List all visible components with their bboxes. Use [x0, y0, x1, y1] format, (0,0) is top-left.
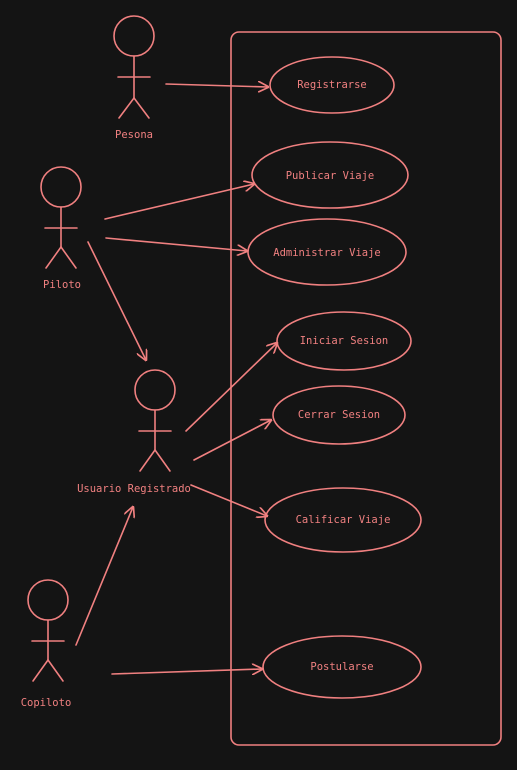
use-case-label-iniciar-sesion: Iniciar Sesion — [300, 335, 389, 347]
association-usuario-iniciar-sesion — [185, 343, 277, 432]
association-piloto-publicar-viaje — [104, 184, 254, 220]
use-case-label-administrar-viaje: Administrar Viaje — [273, 247, 380, 259]
use-case-publicar-viaje-ellipse — [251, 141, 409, 209]
use-case-cerrar-sesion-ellipse — [272, 385, 406, 445]
actor-label-copiloto: Copiloto — [21, 697, 72, 709]
actor-usuario-registrado — [134, 369, 176, 472]
use-case-calificar-viaje-ellipse — [264, 487, 422, 553]
actor-copiloto — [27, 579, 69, 682]
association-copiloto-usuario-registrado — [75, 507, 133, 646]
actor-label-piloto: Piloto — [43, 279, 81, 291]
actor-pesona — [113, 15, 155, 119]
actor-piloto — [40, 166, 82, 269]
association-usuario-cerrar-sesion — [193, 420, 271, 461]
actor-label-pesona: Pesona — [115, 129, 153, 141]
association-copiloto-postularse — [111, 669, 262, 674]
association-usuario-calificar-viaje — [190, 484, 267, 516]
association-pesona-registrarse — [165, 84, 268, 87]
use-case-label-publicar-viaje: Publicar Viaje — [286, 170, 375, 182]
use-case-label-registrarse: Registrarse — [297, 79, 367, 91]
association-piloto-usuario-registrado — [87, 241, 146, 360]
use-case-label-calificar-viaje: Calificar Viaje — [296, 514, 391, 526]
use-case-label-postularse: Postularse — [310, 661, 373, 673]
actor-label-usuario-registrado: Usuario Registrado — [77, 483, 191, 495]
use-case-label-cerrar-sesion: Cerrar Sesion — [298, 409, 380, 421]
association-piloto-administrar-viaje — [105, 237, 247, 251]
use-case-registrarse-ellipse — [269, 56, 395, 114]
